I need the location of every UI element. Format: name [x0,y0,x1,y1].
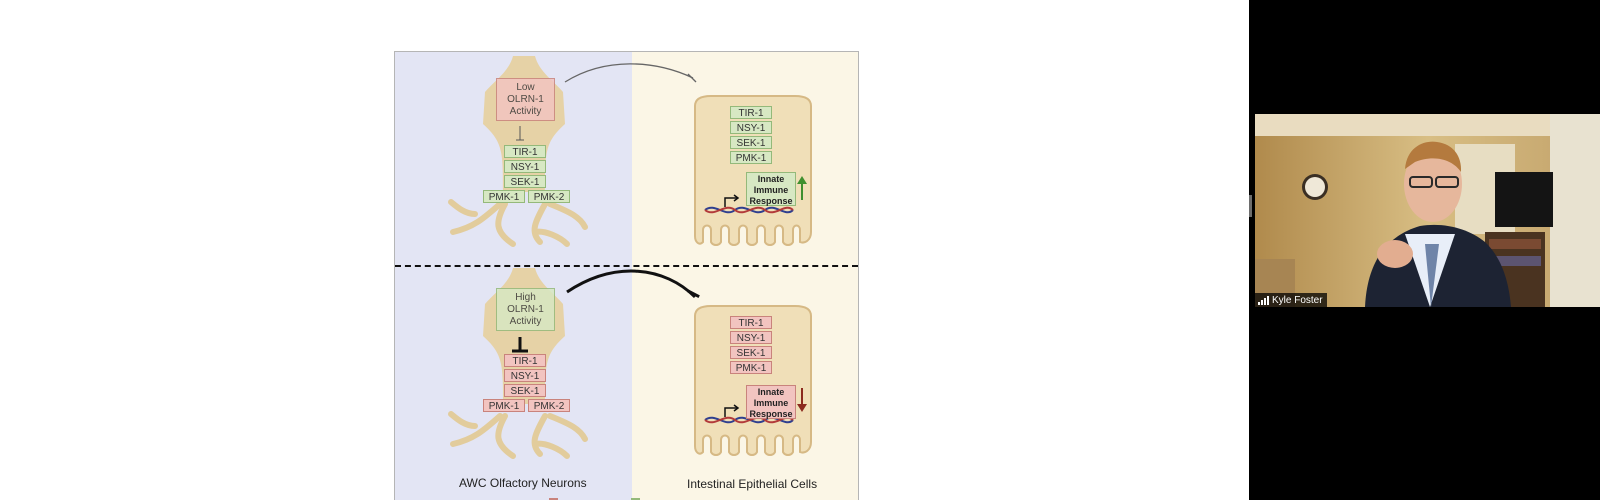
figure-drawing [448,56,812,459]
cascade-box: PMK-2 [528,399,570,412]
cascade-box: TIR-1 [730,106,772,119]
legend-swatch-low [549,498,558,500]
participant-name-tag: Kyle Foster [1255,293,1327,308]
cascade-box: PMK-2 [528,190,570,203]
cascade-box: TIR-1 [504,145,546,158]
cascade-box: PMK-1 [483,399,525,412]
cascade-box: TIR-1 [730,316,772,329]
dashed-divider [395,265,858,267]
immune-response-box: Innate Immune Response [746,172,796,206]
activity-line: High [515,292,536,303]
immune-response-box: Innate Immune Response [746,385,796,419]
cascade-box: SEK-1 [730,346,772,359]
cascade-box: SEK-1 [504,175,546,188]
activity-line: Activity [509,316,542,327]
cascade-box: SEK-1 [504,384,546,397]
cascade-box: TIR-1 [504,354,546,367]
immune-line: Innate [757,387,785,397]
high-activity-box: High OLRN-1 Activity [496,288,555,331]
panel-resize-handle[interactable] [1249,195,1252,217]
cascade-box: PMK-1 [730,361,772,374]
participant-video[interactable] [1255,114,1600,307]
participant-name: Kyle Foster [1272,295,1323,306]
immune-line: Innate [757,174,785,184]
immune-line: Response [749,196,793,206]
cascade-box: PMK-1 [730,151,772,164]
signal-strength-icon [1258,296,1269,305]
immune-line: Immune [753,185,789,195]
legend-swatch-high [631,498,640,500]
activity-line: OLRN-1 [507,94,544,105]
screen-share-area: Low OLRN-1 Activity TIR-1 NSY-1 SEK-1 PM… [0,0,1249,500]
cascade-box: NSY-1 [730,331,772,344]
cascade-box: NSY-1 [504,369,546,382]
cascade-box: SEK-1 [730,136,772,149]
low-activity-box: Low OLRN-1 Activity [496,78,555,121]
cascade-box: NSY-1 [730,121,772,134]
neuron-caption: AWC Olfactory Neurons [459,476,587,490]
cascade-box: PMK-1 [483,190,525,203]
activity-line: Activity [509,106,542,117]
activity-line: Low [516,82,535,93]
video-frame [1255,114,1600,307]
immune-line: Immune [753,398,789,408]
cascade-box: NSY-1 [504,160,546,173]
activity-line: OLRN-1 [507,304,544,315]
slide-figure: Low OLRN-1 Activity TIR-1 NSY-1 SEK-1 PM… [394,51,859,500]
intestine-caption: Intestinal Epithelial Cells [687,477,818,491]
immune-line: Response [749,409,793,419]
